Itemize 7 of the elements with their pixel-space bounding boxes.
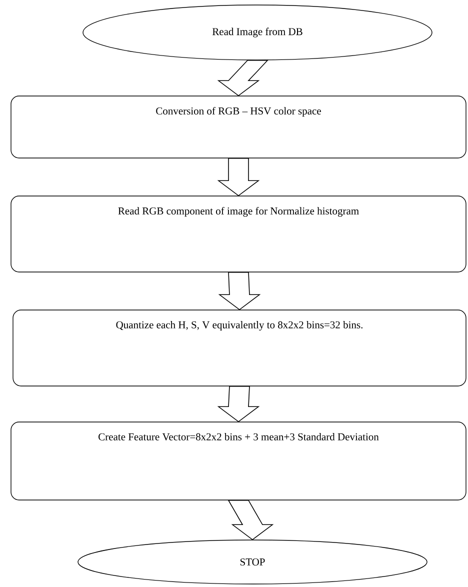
process-box: Quantize each H, S, V equivalently to 8x2x2 bins=32 bins. [12, 310, 466, 386]
block-arrow [217, 158, 260, 196]
process-box: Conversion of RGB – HSV color space [10, 96, 466, 158]
block-arrow [217, 386, 260, 422]
process-box: Read RGB component of image for Normalize histogram [10, 196, 466, 272]
process-box: Create Feature Vector=8x2x2 bins + 3 mean+3 Standard Deviation [10, 422, 466, 500]
block-arrow [218, 272, 261, 310]
